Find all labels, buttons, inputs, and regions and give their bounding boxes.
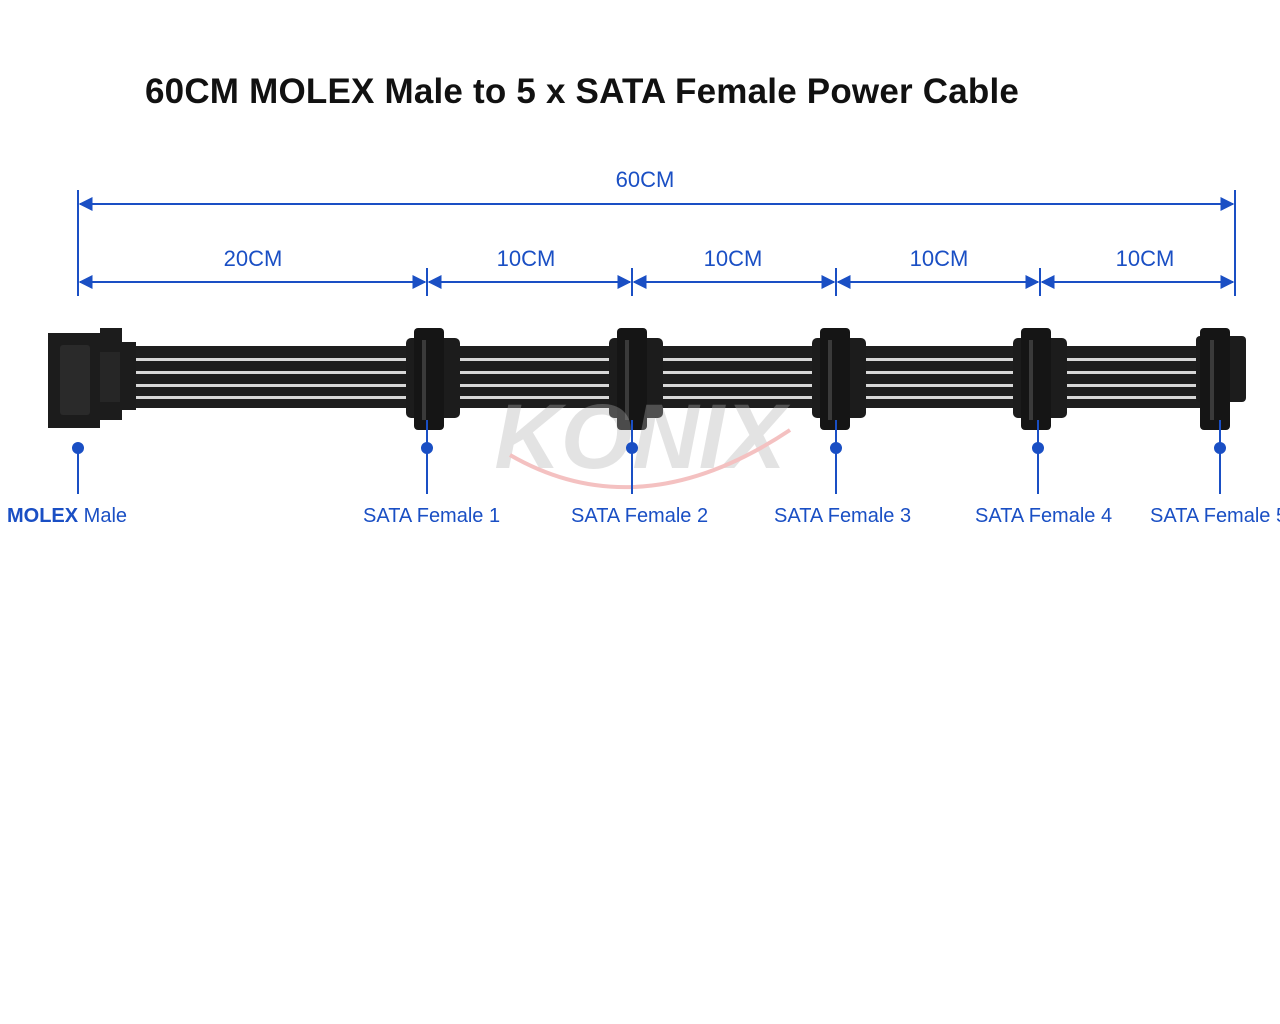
dimension-lines	[77, 190, 1236, 296]
segment-label-2: 10CM	[496, 246, 556, 271]
sata-female-2-label: SATA Female 2	[571, 505, 709, 527]
sata-female-5-label: SATA Female 5	[1150, 505, 1280, 527]
segment-label-1: 20CM	[223, 246, 283, 271]
watermark-logo: KONIX	[494, 386, 792, 490]
sata-female-4-label: SATA Female 4	[975, 505, 1113, 527]
total-length-label: 60CM	[615, 167, 675, 192]
molex-label-bold: MOLEX	[7, 505, 79, 527]
page-title: 60CM MOLEX Male to 5 x SATA Female Power…	[145, 72, 1020, 111]
molex-connector	[48, 328, 136, 428]
sata-connector-4	[1013, 328, 1067, 430]
segment-label-3: 10CM	[703, 246, 763, 271]
sata-female-3-label: SATA Female 3	[774, 505, 912, 527]
svg-text:KONIX: KONIX	[494, 386, 790, 488]
segment-label-5: 10CM	[1115, 246, 1175, 271]
segment-label-4: 10CM	[909, 246, 969, 271]
molex-male-label: MOLEX Male	[7, 505, 127, 528]
sata-connector-5	[1196, 328, 1246, 430]
sata-connector-2	[609, 328, 663, 430]
sata-female-1-label: SATA Female 1	[363, 505, 501, 527]
sata-connector-1	[406, 328, 460, 430]
cable-wires	[120, 346, 1210, 408]
leader-lines	[72, 420, 1226, 494]
molex-label-rest: Male	[78, 505, 128, 527]
sata-connector-3	[812, 328, 866, 430]
